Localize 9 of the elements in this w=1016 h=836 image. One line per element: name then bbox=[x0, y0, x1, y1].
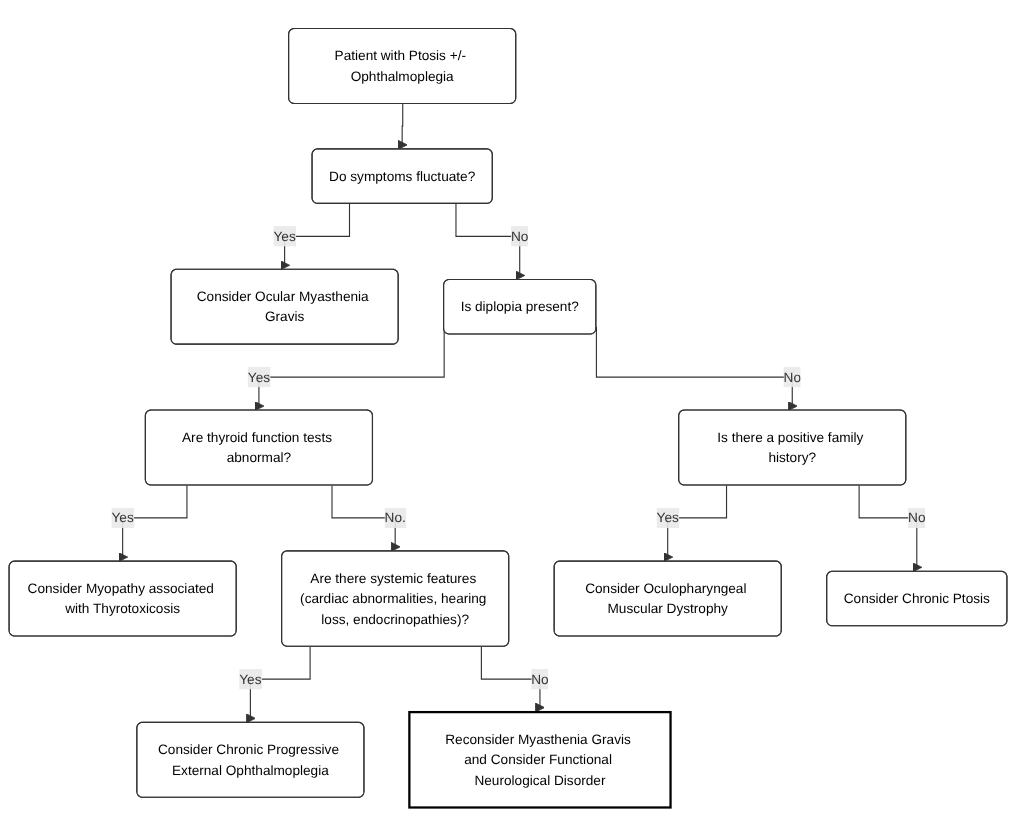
arrow bbox=[331, 485, 401, 552]
arrow bbox=[480, 646, 545, 713]
arrow bbox=[397, 103, 408, 150]
arrow bbox=[254, 327, 445, 412]
arrow bbox=[245, 646, 311, 724]
arrow bbox=[455, 203, 526, 281]
arrow bbox=[595, 326, 798, 412]
arrow bbox=[858, 485, 923, 573]
arrow bbox=[118, 485, 188, 563]
